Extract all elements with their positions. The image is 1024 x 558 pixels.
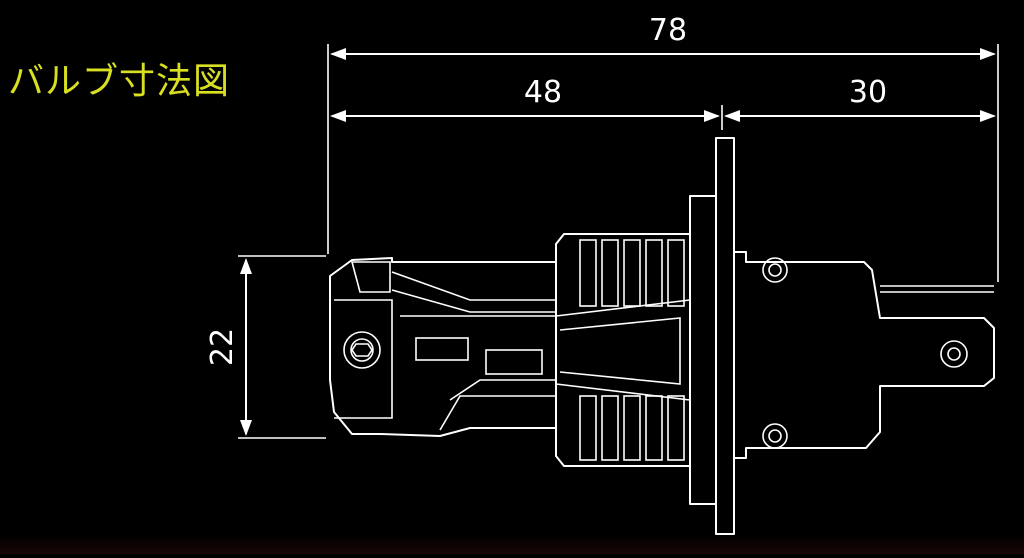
led-head-outline [329,257,557,437]
bulb-drawing [329,137,995,535]
heatsink-fins-upper [579,239,685,307]
diagram-title: バルブ寸法図 [8,61,231,102]
rear-socket-outline [733,251,995,459]
led-chip-upper [415,337,469,361]
hex-screw-icon [343,331,381,369]
socket-screw-top-icon [762,257,788,283]
flange-outer [689,195,717,505]
terminal-hole-icon [940,340,968,368]
bottom-strip [0,536,1024,554]
dimension-rear-label: 30 [849,75,887,110]
dimension-total: 78 [330,13,996,60]
heatsink-fins-lower [579,395,685,461]
dimension-rear: 30 [724,75,996,122]
led-chip-lower [485,349,543,375]
dimension-diameter: 22 [205,255,326,439]
dimension-diameter-label: 22 [205,328,240,366]
dimension-front-label: 48 [524,75,562,110]
dimension-front: 48 [330,75,720,122]
dimension-total-label: 78 [649,13,687,48]
heatsink-outline [555,233,691,467]
socket-screw-bottom-icon [762,423,788,449]
flange-plate [715,137,735,535]
